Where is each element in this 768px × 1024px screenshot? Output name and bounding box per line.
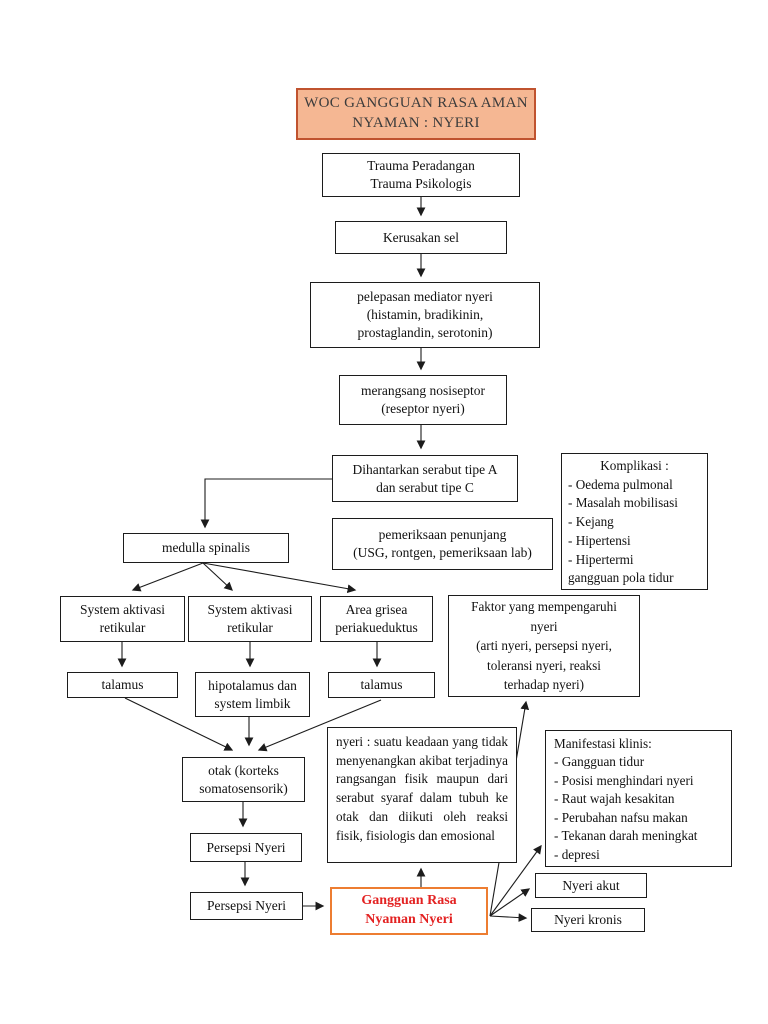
node-trauma: Trauma Peradangan Trauma Psikologis — [322, 153, 520, 197]
node-nyeri-definisi: nyeri : suatu keadaan yang tidak menyena… — [327, 727, 517, 863]
arrow-talamus-left-otak — [124, 697, 234, 751]
arrow-medulla-sar-mid — [202, 562, 233, 591]
arrow-medulla-sar-left — [131, 562, 204, 592]
komplikasi-items: - Oedema pulmonal - Masalah mobilisasi -… — [568, 476, 678, 586]
arrow-gangguan-manifestasi — [489, 844, 542, 917]
node-manifestasi-klinis: Manifestasi klinis: - Gangguan tidur - P… — [545, 730, 732, 867]
diagram-title: WOC GANGGUAN RASA AMAN NYAMAN : NYERI — [296, 88, 536, 140]
node-hipotalamus-limbik: hipotalamus dan system limbik — [195, 672, 310, 717]
node-merangsang-nosiseptor: merangsang nosiseptor (reseptor nyeri) — [339, 375, 507, 425]
arrow-dihantarkan-medulla — [200, 478, 332, 529]
node-area-grisea: Area grisea periakueduktus — [320, 596, 433, 642]
node-faktor-mempengaruhi-nyeri: Faktor yang mempengaruhi nyeri (arti nye… — [448, 595, 640, 697]
node-pemeriksaan-penunjang: pemeriksaan penunjang (USG, rontgen, pem… — [332, 518, 553, 570]
node-persepsi-nyeri-1: Persepsi Nyeri — [190, 833, 302, 862]
node-gangguan-rasa-nyaman: Gangguan Rasa Nyaman Nyeri — [330, 887, 488, 935]
node-kerusakan-sel: Kerusakan sel — [335, 221, 507, 254]
node-otak-korteks: otak (korteks somatosensorik) — [182, 757, 305, 802]
node-komplikasi: Komplikasi : - Oedema pulmonal - Masalah… — [561, 453, 708, 590]
node-system-aktivasi-retikular-left: System aktivasi retikular — [60, 596, 185, 642]
node-talamus-right: talamus — [328, 672, 435, 698]
node-nyeri-kronis: Nyeri kronis — [531, 908, 645, 932]
arrow-medulla-area-grisea — [202, 562, 357, 594]
manifestasi-items: - Gangguan tidur - Posisi menghindari ny… — [554, 754, 698, 862]
node-pelepasan-mediator: pelepasan mediator nyeri (histamin, brad… — [310, 282, 540, 348]
node-talamus-left: talamus — [67, 672, 178, 698]
arrow-gangguan-akut — [489, 888, 531, 917]
node-system-aktivasi-retikular-mid: System aktivasi retikular — [188, 596, 312, 642]
node-medulla-spinalis: medulla spinalis — [123, 533, 289, 563]
node-dihantarkan-serabut: Dihantarkan serabut tipe A dan serabut t… — [332, 455, 518, 502]
node-nyeri-akut: Nyeri akut — [535, 873, 647, 898]
komplikasi-title: Komplikasi : — [600, 458, 669, 473]
arrow-talamus-right-otak — [257, 699, 382, 752]
arrow-gangguan-kronis — [489, 913, 528, 922]
manifestasi-title: Manifestasi klinis: — [554, 736, 652, 751]
node-persepsi-nyeri-2: Persepsi Nyeri — [190, 892, 303, 920]
